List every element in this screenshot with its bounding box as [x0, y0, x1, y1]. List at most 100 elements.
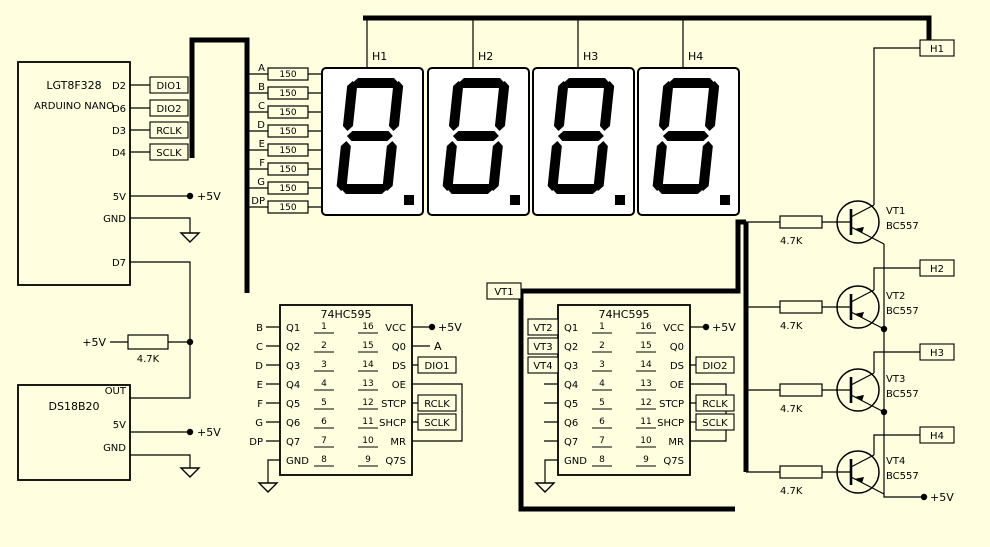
pullup-resistor: [127, 334, 169, 350]
resistor-value: 4.7K: [780, 321, 803, 332]
segment-resistor: [267, 124, 309, 138]
ic1-pin-num: 8: [321, 455, 327, 465]
segment-label: G: [257, 177, 265, 188]
ic1-pin-name: Q6: [286, 418, 300, 429]
ic2-title: 74HC595: [599, 308, 650, 321]
emitter-arrow-icon: [854, 312, 864, 318]
resistor-value: 150: [279, 70, 296, 80]
ic1-ext-net: F: [257, 399, 263, 410]
ic1-pin-ticks: [314, 332, 378, 467]
sensor-pin: 5V: [113, 420, 126, 431]
ic1-pin-name: Q7: [286, 437, 300, 448]
ic1-pin-num: 9: [365, 455, 371, 465]
ic1-pin-name: GND: [286, 456, 309, 467]
net-label-box: [149, 99, 189, 117]
ic2-pin-name: OE: [670, 380, 684, 391]
resistor-value: 4.7K: [780, 486, 803, 497]
resistor-value: 150: [279, 89, 296, 99]
ic1-pin-name: SHCP: [379, 418, 406, 429]
segment-label: A: [258, 63, 265, 74]
ic1-ext-net: A: [434, 340, 442, 353]
net-label-box: [417, 413, 457, 431]
supply-label: +5V: [712, 321, 736, 334]
ic2-pin-num: 2: [599, 341, 605, 351]
ic1-pin-name: MR: [390, 437, 406, 448]
display-label: H4: [688, 50, 703, 63]
ic1-pin-num: 5: [321, 398, 327, 408]
net-label-box: [919, 426, 955, 444]
thin-wires-transistors: [746, 47, 924, 498]
thin-wires-mcu: [110, 84, 191, 468]
ic1-pin-name: STCP: [381, 399, 406, 410]
base-resistor: [779, 215, 823, 229]
net-label: SCLK: [156, 148, 182, 159]
ic2-pin-name: GND: [564, 456, 587, 467]
bus-thick-wire: [189, 15, 932, 512]
net-label-box: [919, 343, 955, 361]
pullup-value: 4.7K: [137, 354, 160, 365]
ic1-pin-num: 1: [321, 322, 327, 332]
net-label-box: [486, 282, 522, 300]
ic2-pin-num: 10: [640, 436, 652, 446]
ic1-pin-name: OE: [392, 380, 406, 391]
decimal-point: [615, 195, 625, 205]
segment-resistor: [267, 143, 309, 157]
transistor-name: VT1: [886, 206, 905, 217]
net-label-box: [919, 39, 955, 57]
transistor-part: BC557: [886, 471, 919, 482]
ic2-pin-num: 15: [640, 341, 651, 351]
ic2-pin-num: 7: [599, 436, 605, 446]
ic2-pin-num: 4: [599, 379, 605, 389]
segment-resistor: [267, 181, 309, 195]
mcu-title: LGT8F328: [46, 79, 101, 92]
ic2-pin-name: Q7S: [663, 456, 684, 467]
supply-label: +5V: [438, 321, 462, 334]
net-label: VT4: [533, 361, 552, 372]
ic2-pin-num: 11: [640, 417, 651, 427]
ic2-block: 74HC595 Q1 Q2 Q3 Q4 Q5 Q6 Q7 GND 1 2 3 4…: [486, 282, 736, 476]
sensor-body: [17, 384, 131, 481]
net-label-box: [695, 356, 735, 374]
ground-icon: [179, 467, 201, 478]
transistor-symbol: [836, 200, 880, 244]
transistor-part: BC557: [886, 389, 919, 400]
emitter-arrow-icon: [854, 477, 864, 483]
net-label: SCLK: [424, 418, 450, 429]
ic1-pin-num: 13: [362, 379, 373, 389]
resistor-value: 150: [279, 108, 296, 118]
ic1-ext-net: E: [257, 380, 263, 391]
ic1-pin-name: Q1: [286, 323, 300, 334]
ic1-title: 74HC595: [321, 308, 372, 321]
ic1-pin-num: 7: [321, 436, 327, 446]
base-resistor: [779, 465, 823, 479]
segment-label: C: [258, 101, 265, 112]
ic2-pin-num: 5: [599, 398, 605, 408]
ic1-pin-num: 14: [362, 360, 374, 370]
resistor-value: 150: [279, 203, 296, 213]
transistor-name: VT2: [886, 291, 905, 302]
net-label: H4: [930, 431, 944, 442]
sensor-title: DS18B20: [49, 400, 100, 413]
segment-resistor: [267, 86, 309, 100]
supply-label: +5V: [930, 491, 954, 504]
transistor-symbol: [836, 368, 880, 412]
ground-icon: [534, 482, 556, 493]
segment-label: D: [257, 120, 265, 131]
ic2-pin-name: Q7: [564, 437, 578, 448]
ic1-pin-name: DS: [392, 361, 406, 372]
mcu-pin: D4: [112, 148, 126, 159]
segment-resistor: [267, 162, 309, 176]
sensor-pin: OUT: [105, 386, 127, 397]
transistor-symbol: [836, 450, 880, 494]
ic1-ext-net: G: [255, 418, 263, 429]
net-label: VT3: [533, 342, 552, 353]
transistor-symbol: [836, 285, 880, 329]
ic2-pin-num: 6: [599, 417, 605, 427]
emitter-arrow-icon: [854, 395, 864, 401]
ic2-pin-num: 8: [599, 455, 605, 465]
ic2-pin-name: SHCP: [657, 418, 684, 429]
ic2-pin-num: 9: [643, 455, 649, 465]
ic1-pin-name: Q2: [286, 342, 300, 353]
sensor-block: +5V 4.7K DS18B20 OUT 5V GND +5V: [17, 334, 221, 481]
